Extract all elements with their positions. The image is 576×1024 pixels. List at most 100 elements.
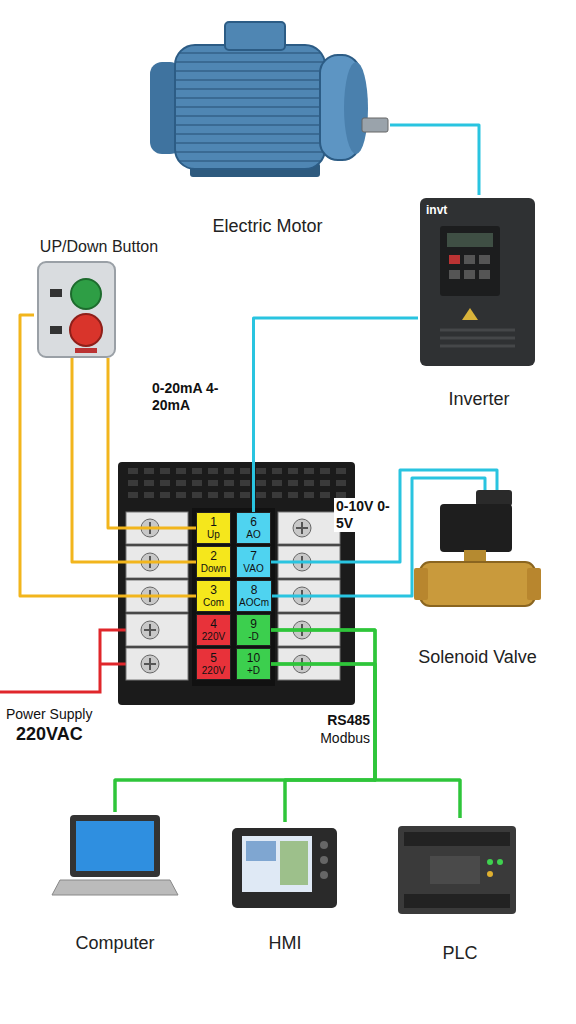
brand-logo: invt [426, 203, 447, 218]
vent-slot [176, 492, 186, 498]
electric-motor-picture [175, 45, 325, 169]
solenoid-valve-picture [440, 504, 512, 552]
vent-slot [256, 468, 266, 474]
vent-slot [128, 492, 138, 498]
vent-slot [160, 480, 170, 486]
electric-motor-picture [344, 62, 368, 154]
hmi-picture [232, 828, 337, 908]
electric-motor-picture [150, 22, 388, 177]
vent-slot [288, 480, 298, 486]
device-label: PLC [442, 942, 477, 964]
terminal-cell: 5220V [196, 648, 231, 680]
vent-slot [128, 468, 138, 474]
hmi-node: HMI [225, 822, 345, 954]
signal-range: 0-20mA 4-20mA [150, 380, 238, 414]
electric-motor-picture [225, 22, 285, 50]
controller-housing [192, 508, 275, 686]
vent-slot [304, 468, 314, 474]
terminal-clamp [126, 648, 188, 680]
terminal-cell: 2Down [196, 546, 231, 578]
inverter-picture [449, 255, 460, 264]
wire [115, 664, 375, 812]
device-label: Electric Motor [212, 215, 322, 237]
device-label: HMI [269, 932, 302, 954]
terminal-cell: 3Com [196, 580, 231, 612]
terminal-number: 10 [247, 652, 260, 665]
vent-slot [144, 468, 154, 474]
vent-slot [240, 492, 250, 498]
button-node: UP/Down Button [34, 236, 164, 358]
plc-picture [497, 859, 503, 865]
inverter-node: Inverter [418, 195, 540, 410]
signal-name: Down [201, 563, 227, 575]
wire [271, 664, 375, 822]
signal-name: 220V [202, 665, 225, 677]
vent-slot [208, 480, 218, 486]
signal-name: AO [246, 529, 260, 541]
laptop-picture [76, 821, 154, 871]
push-button-box-picture [50, 289, 62, 297]
vent-slot [176, 468, 186, 474]
terminal-cell: 8AOCm [236, 580, 272, 612]
signal-name: VAO [243, 563, 263, 575]
terminal-screws [126, 468, 346, 680]
controller-housing [118, 462, 355, 705]
terminal-number: 2 [210, 550, 217, 563]
wire [271, 470, 497, 562]
vent-slot [192, 480, 202, 486]
vent-slot [272, 492, 282, 498]
terminal-cell: 4220V [196, 614, 231, 646]
terminal-number: 4 [210, 618, 217, 631]
push-button-box-picture [75, 348, 97, 353]
terminal-screw [144, 624, 156, 636]
vent-slot [256, 480, 266, 486]
vent-slot [208, 492, 218, 498]
vent-slot [176, 480, 186, 486]
vent-slot [224, 480, 234, 486]
terminal-screw [296, 522, 308, 534]
vent-slot [128, 480, 138, 486]
vent-slot [192, 468, 202, 474]
plc-node: PLC [395, 818, 525, 964]
plc-picture [487, 859, 493, 865]
bus-label: RS485 [327, 712, 370, 729]
device-label: Solenoid Valve [418, 646, 537, 668]
hmi-picture [232, 828, 337, 908]
wire [271, 664, 460, 818]
inverter-picture [447, 233, 493, 247]
vent-slot [320, 480, 330, 486]
vent-slot [272, 480, 282, 486]
signal-name: Com [203, 597, 224, 609]
inverter-picture [420, 198, 535, 366]
push-button-box-picture [50, 326, 62, 334]
inverter-picture [479, 255, 490, 264]
plc-picture [430, 856, 480, 884]
signal-name: +D [247, 665, 260, 677]
terminal-clamp [126, 614, 188, 646]
electric-motor-picture [362, 118, 388, 132]
terminal-cell: 9-D [236, 614, 271, 646]
vent-slot [336, 480, 346, 486]
inverter-picture [420, 198, 535, 366]
hmi-picture [320, 871, 328, 879]
signal-range: 0-10V 0-5V [334, 498, 392, 532]
plc-picture [398, 826, 516, 914]
terminal-cell: 10+D [236, 648, 271, 680]
vent-slot [288, 468, 298, 474]
wire [20, 315, 196, 596]
terminal-number: 7 [250, 550, 257, 563]
vent-slot [160, 468, 170, 474]
hmi-picture [242, 836, 312, 892]
solenoid-valve-picture [476, 490, 512, 506]
terminal-screw [141, 655, 159, 673]
terminal-screw [141, 621, 159, 639]
vent-slot [224, 468, 234, 474]
vent-slot [144, 480, 154, 486]
vent-slot [208, 468, 218, 474]
terminal-number: 3 [210, 584, 217, 597]
inverter-picture [449, 270, 460, 279]
solenoid-valve-picture [420, 562, 535, 606]
vent-slot [160, 492, 170, 498]
push-button-box-picture [38, 262, 115, 357]
